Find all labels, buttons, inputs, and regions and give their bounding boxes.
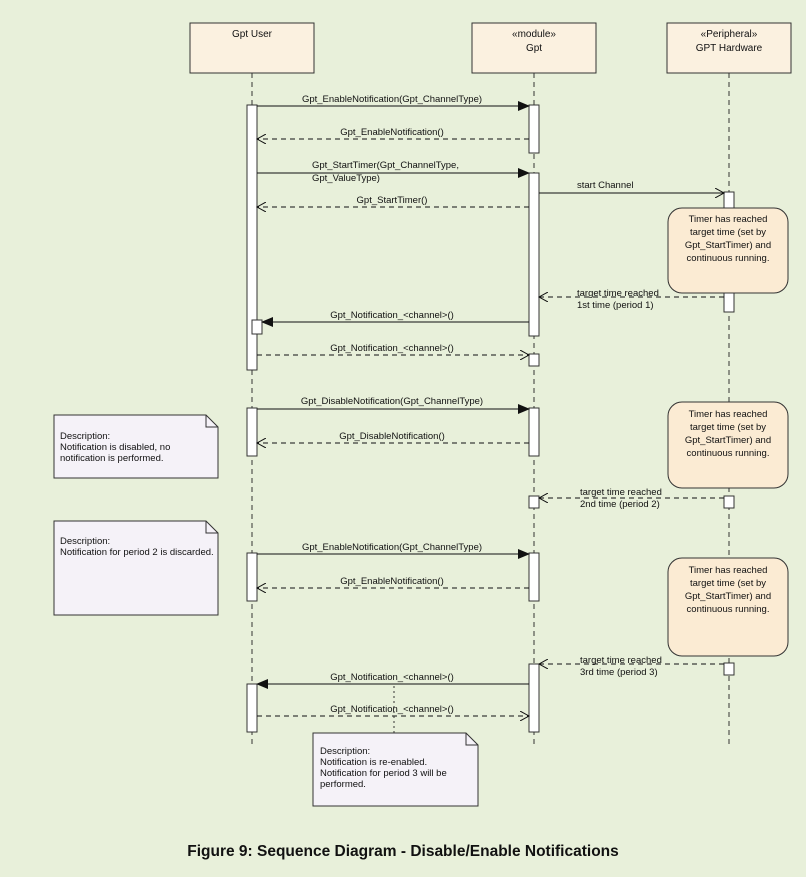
message-notification-3: Gpt_Notification_<channel>() [256, 672, 529, 689]
state-text: continuous running. [687, 253, 770, 264]
note-text: Notification is re-enabled. [320, 757, 427, 768]
message-notification-3-return: Gpt_Notification_<channel>() [257, 704, 529, 716]
note-text: Description: [60, 536, 110, 547]
lifeline-header-hw: «Peripheral» GPT Hardware [666, 22, 792, 74]
timer-state-box-1: Timer has reached target time (set by Gp… [667, 207, 789, 294]
note-text: notification is performed. [60, 453, 164, 464]
figure-caption: Figure 9: Sequence Diagram - Disable/Ena… [187, 843, 619, 860]
message-label: Gpt_DisableNotification() [339, 431, 445, 442]
activation-bar [723, 662, 735, 676]
state-text: target time (set by [690, 422, 766, 433]
state-text: Timer has reached [689, 214, 768, 225]
message-label: Gpt_EnableNotification() [340, 127, 444, 138]
message-label: Gpt_Notification_<channel>() [330, 343, 454, 354]
activation-bar [528, 104, 540, 154]
note-text: Notification for period 3 will be [320, 768, 447, 779]
message-enable-1-return: Gpt_EnableNotification() [257, 127, 529, 139]
note-text: performed. [320, 779, 366, 790]
message-disable-return: Gpt_DisableNotification() [257, 431, 529, 443]
message-label: target time reached [580, 487, 662, 498]
activation-bar [251, 319, 263, 335]
message-label: Gpt_Notification_<channel>() [330, 704, 454, 715]
activation-bar [246, 407, 258, 457]
message-target-time-3: target time reached 3rd time (period 3) [539, 655, 724, 678]
note-notification-disabled: Description: Notification is disabled, n… [53, 414, 219, 479]
message-start-timer-return: Gpt_StartTimer() [257, 195, 529, 207]
activation-bar [528, 495, 540, 509]
state-text: Gpt_StartTimer) and [685, 435, 771, 446]
note-text: Description: [60, 431, 110, 442]
timer-state-box-3: Timer has reached target time (set by Gp… [667, 557, 789, 657]
activation-bar [246, 104, 258, 371]
message-label: 1st time (period 1) [577, 300, 654, 311]
message-label: Gpt_EnableNotification(Gpt_ChannelType) [302, 542, 482, 553]
message-label: 3rd time (period 3) [580, 667, 658, 678]
state-text: continuous running. [687, 604, 770, 615]
note-notification-reenabled: Description: Notification is re-enabled.… [312, 732, 479, 807]
message-notification-1: Gpt_Notification_<channel>() [261, 310, 529, 327]
note-text: Description: [320, 746, 370, 757]
state-text: Gpt_StartTimer) and [685, 591, 771, 602]
state-text: target time (set by [690, 227, 766, 238]
message-enable-1: Gpt_EnableNotification(Gpt_ChannelType) [257, 94, 530, 111]
activation-bar [246, 683, 258, 733]
state-text: Timer has reached [689, 565, 768, 576]
activation-bar [528, 663, 540, 733]
lifeline-user-name: Gpt User [232, 29, 273, 40]
activation-bar [528, 552, 540, 602]
lifeline-hw-name: GPT Hardware [696, 43, 763, 54]
message-label: Gpt_StartTimer(Gpt_ChannelType, [312, 160, 459, 171]
activation-bar [723, 495, 735, 509]
message-label: start Channel [577, 180, 634, 191]
note-text: Notification for period 2 is discarded. [60, 547, 214, 558]
message-label: 2nd time (period 2) [580, 499, 660, 510]
note-period-2-discarded: Description: Notification for period 2 i… [53, 520, 219, 616]
note-text: Notification is disabled, no [60, 442, 170, 453]
message-target-time-1: target time reached 1st time (period 1) [539, 288, 724, 311]
lifeline-header-user: Gpt User [189, 22, 315, 74]
message-disable: Gpt_DisableNotification(Gpt_ChannelType) [257, 396, 530, 414]
sequence-diagram: Gpt User «module» Gpt «Peripheral» GPT H… [53, 22, 792, 807]
message-label: Gpt_EnableNotification(Gpt_ChannelType) [302, 94, 482, 105]
state-text: continuous running. [687, 448, 770, 459]
message-notification-1-return: Gpt_Notification_<channel>() [257, 343, 529, 355]
message-start-timer: Gpt_StartTimer(Gpt_ChannelType, Gpt_Valu… [257, 160, 530, 184]
message-label: Gpt_Notification_<channel>() [330, 310, 454, 321]
activation-bar [528, 353, 540, 367]
state-text: target time (set by [690, 578, 766, 589]
lifeline-gpt-stereotype: «module» [512, 29, 556, 40]
lifeline-hw-stereotype: «Peripheral» [701, 29, 758, 40]
state-text: Gpt_StartTimer) and [685, 240, 771, 251]
lifeline-header-gpt: «module» Gpt [471, 22, 597, 74]
message-target-time-2: target time reached 2nd time (period 2) [539, 487, 724, 510]
activation-bar [528, 172, 540, 337]
message-label: Gpt_DisableNotification(Gpt_ChannelType) [301, 396, 483, 407]
timer-state-box-2: Timer has reached target time (set by Gp… [667, 401, 789, 489]
lifeline-gpt-name: Gpt [526, 43, 542, 54]
activation-bar [246, 552, 258, 602]
message-enable-2: Gpt_EnableNotification(Gpt_ChannelType) [257, 542, 530, 559]
message-label: target time reached [580, 655, 662, 666]
state-text: Timer has reached [689, 409, 768, 420]
message-label: Gpt_ValueType) [312, 173, 380, 184]
message-label: target time reached [577, 288, 659, 299]
message-enable-2-return: Gpt_EnableNotification() [257, 576, 529, 588]
activation-bar [528, 407, 540, 457]
message-label: Gpt_EnableNotification() [340, 576, 444, 587]
message-label: Gpt_Notification_<channel>() [330, 672, 454, 683]
message-label: Gpt_StartTimer() [357, 195, 428, 206]
message-start-channel: start Channel [539, 180, 724, 193]
